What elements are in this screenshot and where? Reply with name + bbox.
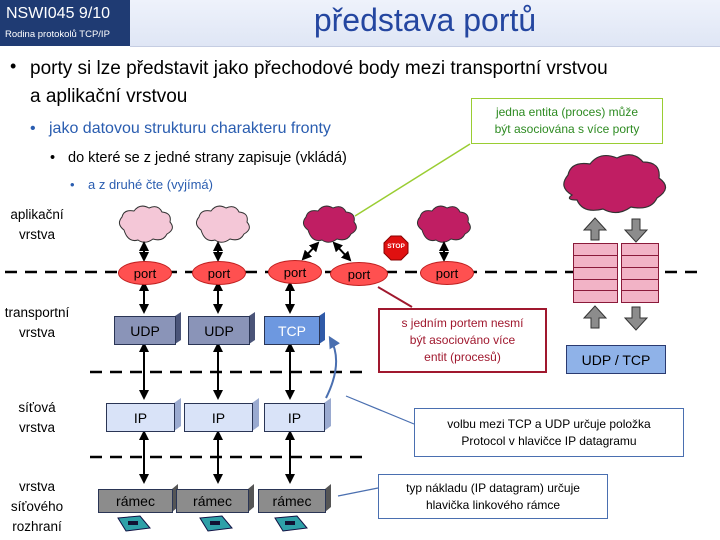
bullet-0-line1: porty si lze představit jako přechodové …: [30, 58, 608, 79]
ip-box-2: IP: [184, 403, 253, 432]
bullet-3: a z druhé čte (vyjímá): [88, 177, 213, 192]
bullet-1: jako datovou strukturu charakteru fronty: [49, 120, 331, 137]
tcp-box: TCP: [264, 316, 320, 345]
port-5: port: [420, 261, 474, 285]
bullet-0-line2: a aplikační vrstvou: [30, 86, 188, 107]
udp-box-2: UDP: [188, 316, 250, 345]
callout-green-line: [354, 143, 471, 217]
arrow-down-icon: [623, 306, 649, 331]
bullet-2: do které se z jedné strany zapisuje (vkl…: [68, 150, 347, 166]
cloud-dark-2: [416, 205, 471, 243]
frame-box-3: rámec: [258, 489, 326, 513]
curved-arrow: [325, 335, 341, 399]
stop-sign-icon: [383, 235, 409, 261]
port-2: port: [192, 261, 246, 285]
ip-box-1: IP: [106, 403, 175, 432]
stop-sign-label: STOP: [387, 243, 405, 250]
frame-box-1: rámec: [98, 489, 173, 513]
arrow-up-icon: [582, 217, 608, 241]
port-4: port: [330, 262, 388, 286]
frame-box-2: rámec: [176, 489, 249, 513]
bullet-dot: •: [10, 56, 17, 76]
udp-box-1: UDP: [114, 316, 176, 345]
callout-red-line: [377, 286, 413, 308]
port-1: port: [118, 261, 172, 285]
cloud-light-2: [195, 205, 250, 243]
callout-blue-ip-line: [345, 395, 415, 425]
bullet-dot: •: [70, 177, 75, 192]
slide-title: představa portů: [313, 2, 537, 38]
course-code: NSWI045 9/10: [6, 5, 111, 22]
ip-box-3: IP: [264, 403, 325, 432]
header-course-panel: NSWI045 9/10 Rodina protokolů TCP/IP: [0, 0, 130, 46]
arrow-down-icon: [623, 218, 649, 243]
bullet-dot: •: [50, 150, 56, 166]
callout-blue-frame-line: [337, 487, 379, 497]
cloud-light-1: [118, 205, 173, 243]
queue-in: [573, 243, 618, 303]
queue-out: [621, 243, 659, 303]
cloud-dark-big: [563, 154, 667, 214]
port-3: port: [268, 260, 322, 284]
udp-tcp-box: UDP / TCP: [566, 345, 666, 374]
network-jack-icon: [117, 515, 308, 532]
header-title-panel: představa portů: [130, 0, 720, 47]
cloud-dark-1: [302, 205, 357, 243]
bullet-dot: •: [30, 120, 36, 137]
arrow-up-icon: [582, 305, 608, 329]
course-subtitle: Rodina protokolů TCP/IP: [5, 29, 110, 40]
